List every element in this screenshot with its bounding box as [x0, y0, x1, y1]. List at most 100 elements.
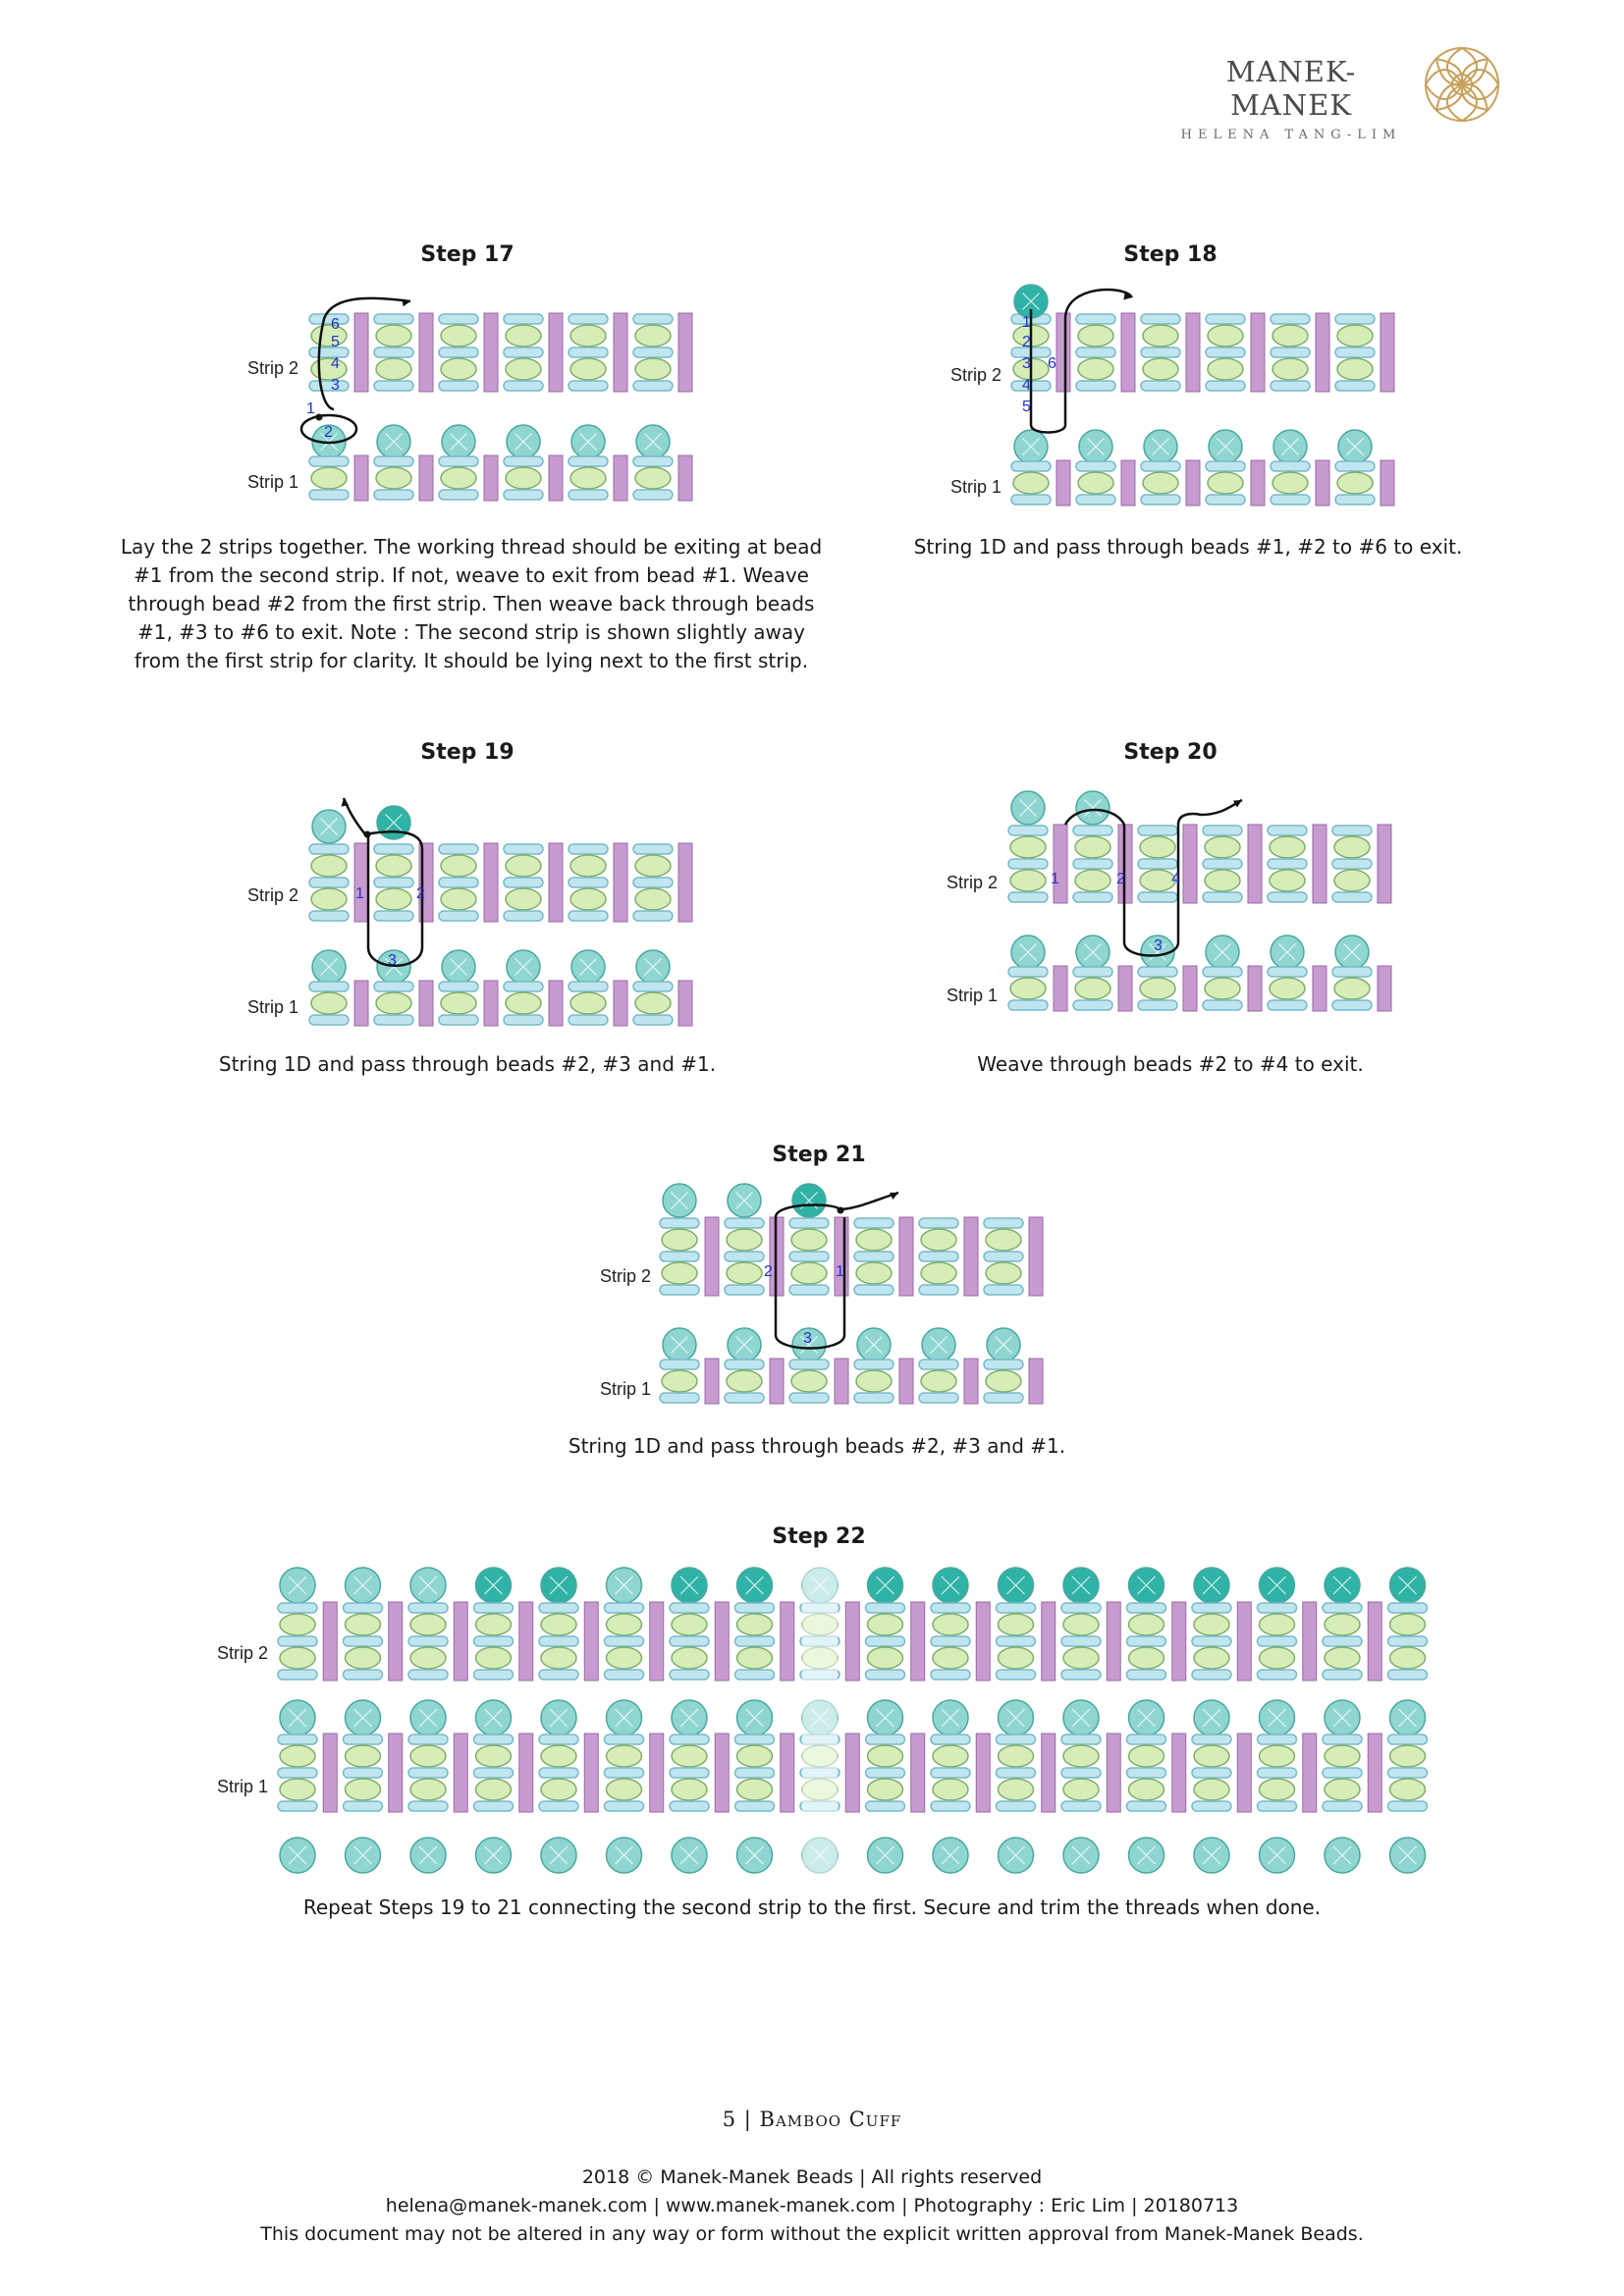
seed-bead — [1009, 977, 1047, 1000]
cylinder-bead — [1267, 891, 1308, 903]
seed-bead — [310, 887, 348, 911]
crystal-facet — [679, 1845, 699, 1865]
cylinder-bead — [568, 313, 609, 325]
cylinder-bead — [995, 1602, 1037, 1614]
seed-bead — [1388, 1778, 1427, 1801]
cylinder-bead — [1270, 347, 1311, 358]
crystal-facet — [1332, 1575, 1352, 1595]
cylinder-bead — [308, 1014, 350, 1026]
crystal-facet — [1217, 438, 1234, 455]
cylinder-bead — [1075, 313, 1116, 325]
seed-bead — [1207, 471, 1244, 495]
seed-bead — [1207, 324, 1244, 347]
cylinder-bead — [632, 843, 674, 855]
caption-line: String 1D and pass through beads #2, #3 … — [568, 1434, 1066, 1458]
crystal-facet — [941, 1575, 960, 1595]
cylinder-bead — [308, 380, 350, 392]
cylinder-bead — [1060, 1602, 1102, 1614]
bugle-bead — [649, 1601, 665, 1682]
strip-2-label: Strip 2 — [947, 873, 999, 892]
bugle-bead — [963, 1358, 979, 1405]
cylinder-bead — [632, 313, 674, 325]
bugle-bead — [1312, 965, 1327, 1012]
cylinder-bead — [1007, 999, 1049, 1011]
cylinder-bead — [1334, 347, 1376, 358]
cylinder-bead — [724, 1284, 765, 1296]
step-19-title: Step 19 — [420, 740, 514, 765]
seed-bead — [1074, 835, 1111, 859]
seed-bead — [375, 357, 412, 381]
seed-bead — [920, 1228, 957, 1252]
bugle-bead — [548, 842, 564, 923]
cylinder-bead — [1125, 1602, 1167, 1614]
bugle-bead — [714, 1601, 730, 1682]
cylinder-bead — [1060, 1669, 1102, 1681]
footer: 2018 © Manek-Manek Beads | All rights re… — [0, 2163, 1624, 2249]
seed-bead — [866, 1778, 904, 1801]
crystal-facet — [745, 1845, 764, 1865]
crystal-facet — [1278, 943, 1296, 961]
strip-1-label: Strip 1 — [247, 997, 299, 1017]
seed-bead — [1269, 977, 1306, 1000]
bugle-bead — [1120, 459, 1136, 507]
cylinder-bead — [632, 347, 674, 358]
step-21-caption: String 1D and pass through beads #2, #3 … — [473, 1432, 1161, 1461]
cylinder-bead — [1256, 1800, 1298, 1812]
seed-bead — [1333, 977, 1371, 1000]
seed-bead — [310, 466, 348, 490]
caption-line: Repeat Steps 19 to 21 connecting the sec… — [302, 1896, 1322, 1919]
cylinder-bead — [438, 843, 479, 855]
cylinder-bead — [1140, 494, 1181, 506]
strip-2-label: Strip 2 — [600, 1266, 652, 1286]
bugle-bead — [1185, 459, 1201, 507]
seed-bead — [1388, 1646, 1427, 1670]
crystal-facet — [1343, 943, 1361, 961]
bugle-bead — [418, 312, 434, 393]
cylinder-bead — [308, 910, 350, 922]
seed-bead — [1324, 1646, 1361, 1670]
bugle-bead — [1302, 1733, 1318, 1813]
cylinder-bead — [1010, 494, 1052, 506]
cylinder-bead — [1191, 1669, 1232, 1681]
bead-number: 3 — [803, 1330, 812, 1347]
crystal-facet — [1332, 1708, 1352, 1728]
cylinder-bead — [1125, 1669, 1167, 1681]
seed-bead — [1258, 1646, 1296, 1670]
bead-number: 2 — [764, 1263, 773, 1280]
step-22-caption: Repeat Steps 19 to 21 connecting the sec… — [196, 1894, 1428, 1922]
bugle-bead — [1377, 965, 1392, 1012]
arrow-head-icon — [890, 1192, 898, 1200]
seed-bead — [540, 1613, 577, 1636]
bugle-bead — [483, 980, 499, 1027]
bugle-bead — [418, 980, 434, 1027]
crystal-facet — [1346, 438, 1364, 455]
cylinder-bead — [864, 1767, 906, 1779]
cylinder-bead — [1060, 1767, 1102, 1779]
cylinder-bead — [538, 1669, 579, 1681]
crystal-facet — [800, 1336, 818, 1354]
bugle-bead — [1185, 312, 1201, 393]
cylinder-bead — [1007, 966, 1049, 978]
seed-bead — [440, 466, 477, 490]
seed-bead — [605, 1778, 643, 1801]
cylinder-bead — [930, 1669, 971, 1681]
cylinder-bead — [503, 313, 544, 325]
bugle-bead — [518, 1601, 534, 1682]
cylinder-bead — [1125, 1734, 1167, 1745]
crystal-facet — [615, 1708, 633, 1728]
bugle-bead — [780, 1733, 795, 1813]
cylinder-bead — [1322, 1767, 1363, 1779]
seed-bead — [1388, 1744, 1427, 1768]
seed-bead — [1012, 471, 1050, 495]
cylinder-bead — [1267, 825, 1308, 836]
cylinder-bead — [983, 1284, 1024, 1296]
crystal-facet — [1281, 438, 1299, 455]
seed-bead — [1204, 835, 1241, 859]
cylinder-bead — [1140, 380, 1181, 392]
cylinder-bead — [983, 1392, 1024, 1404]
cylinder-bead — [1386, 1635, 1429, 1647]
cylinder-bead — [438, 877, 479, 888]
